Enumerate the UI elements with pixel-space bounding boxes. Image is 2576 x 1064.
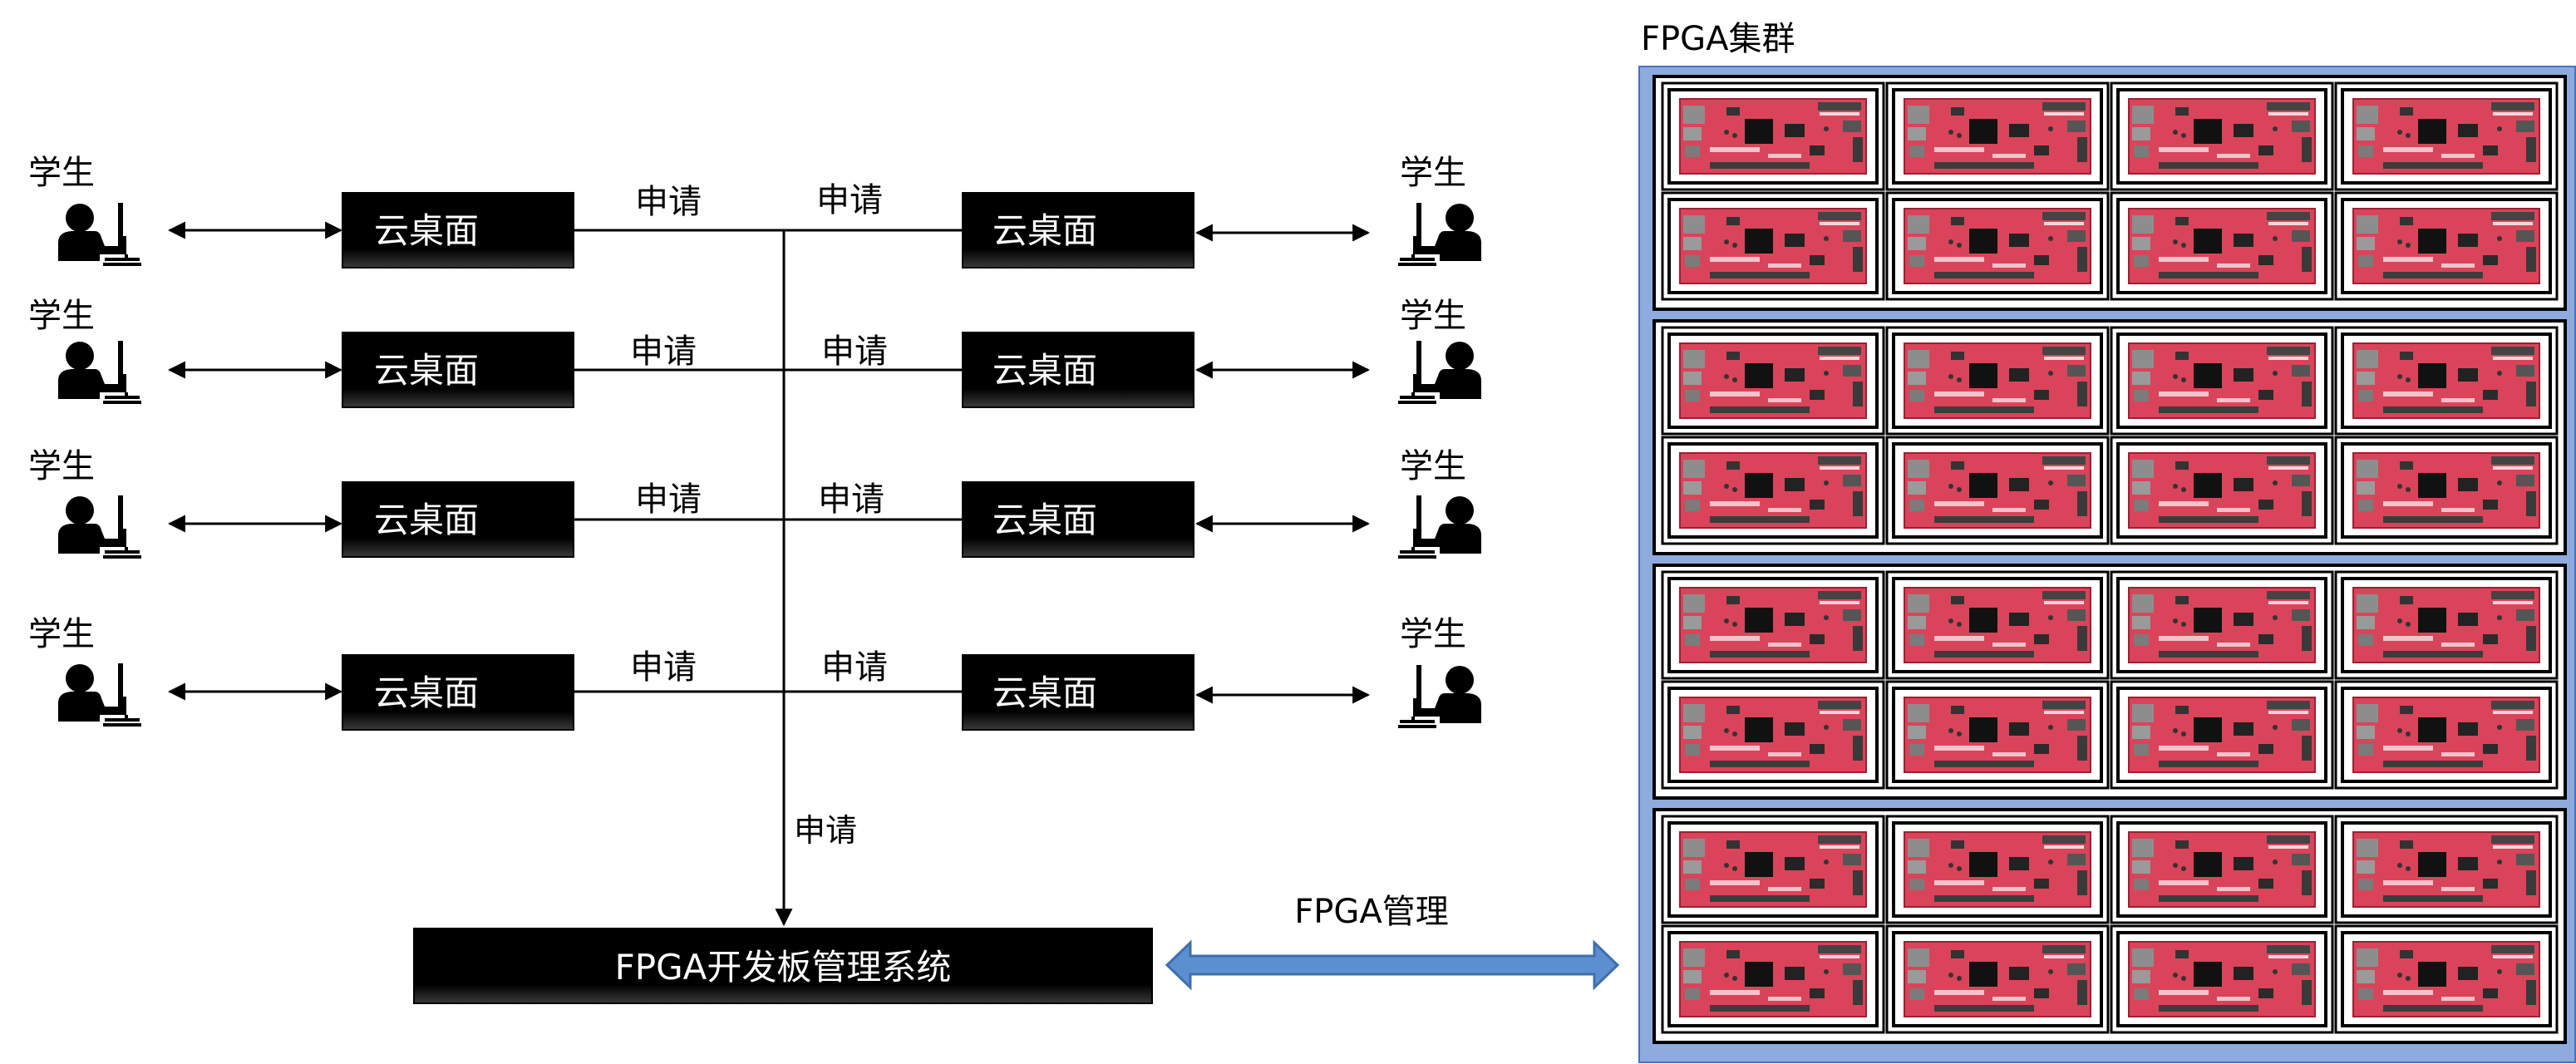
- student-row-left-4: 学生 云桌面 申请: [28, 615, 784, 731]
- fpga-board: [2336, 572, 2557, 678]
- cloud-desktop-label: 云桌面: [374, 350, 479, 391]
- fpga-board: [1662, 437, 1884, 544]
- trunk-request-label: 申请: [794, 812, 857, 849]
- student-icon: [58, 203, 141, 266]
- fpga-management-label: FPGA管理: [1294, 893, 1449, 931]
- fpga-board: [1887, 83, 2108, 190]
- request-label: 申请: [816, 181, 883, 219]
- fpga-board: [1887, 572, 2108, 678]
- student-icon: [58, 341, 141, 404]
- fpga-board: [2111, 682, 2332, 788]
- fpga-board: [2111, 816, 2332, 923]
- fpga-board: [2111, 83, 2332, 190]
- fpga-board: [2336, 193, 2557, 299]
- student-row-right-4: 申请 云桌面 学生: [784, 615, 1481, 731]
- fpga-board: [2336, 926, 2557, 1032]
- cloud-desktop-label: 云桌面: [992, 210, 1097, 251]
- cloud-desktop-label: 云桌面: [992, 672, 1097, 713]
- fpga-board-group: [1652, 75, 2567, 311]
- fpga-board-group: [1652, 564, 2567, 800]
- student-icon: [1398, 203, 1481, 266]
- fpga-board: [1887, 926, 2108, 1032]
- student-row-left-3: 学生 云桌面 申请: [28, 447, 784, 559]
- student-row-right-2: 申请 云桌面 学生: [784, 297, 1481, 408]
- student-row-left-2: 学生 云桌面 申请: [28, 297, 784, 408]
- request-label: 申请: [630, 332, 697, 371]
- fpga-board-group: [1652, 808, 2567, 1044]
- fpga-board: [2336, 328, 2557, 434]
- fpga-board: [1887, 328, 2108, 434]
- fpga-board: [1887, 682, 2108, 788]
- cloud-desktop-label: 云桌面: [374, 672, 479, 713]
- fpga-board: [2336, 83, 2557, 190]
- cluster-title: FPGA集群: [1641, 20, 1795, 58]
- request-label: 申请: [630, 648, 697, 687]
- fpga-board: [2111, 437, 2332, 544]
- student-icon: [58, 663, 141, 727]
- cloud-desktop-box: [962, 654, 1194, 731]
- cloud-desktop-box: [342, 192, 574, 268]
- fpga-board: [2111, 193, 2332, 299]
- request-label: 申请: [821, 332, 888, 371]
- student-label: 学生: [1400, 154, 1466, 192]
- fpga-board: [1662, 83, 1884, 190]
- request-label: 申请: [821, 648, 888, 687]
- fpga-board: [1887, 193, 2108, 299]
- request-label: 申请: [635, 480, 702, 519]
- cloud-desktop-label: 云桌面: [992, 500, 1097, 540]
- cloud-desktop-box: [342, 332, 574, 408]
- fpga-board: [1662, 926, 1884, 1032]
- fpga-cluster-grid: [1652, 75, 2567, 1044]
- cloud-desktop-box: [962, 332, 1194, 408]
- student-icon: [1398, 495, 1481, 559]
- fpga-board-group: [1652, 319, 2567, 555]
- fpga-board: [1887, 437, 2108, 544]
- fpga-board: [1662, 328, 1884, 434]
- fpga-board: [2336, 437, 2557, 544]
- student-row-right-1: 申请 云桌面 学生: [784, 154, 1481, 268]
- fpga-board: [1662, 572, 1884, 678]
- cloud-desktop-label: 云桌面: [374, 210, 479, 251]
- cloud-desktop-box: [962, 481, 1194, 558]
- student-label: 学生: [1400, 297, 1466, 335]
- student-icon: [58, 495, 141, 559]
- fpga-board: [2111, 926, 2332, 1032]
- student-label: 学生: [28, 154, 95, 192]
- student-row-right-3: 申请 云桌面 学生: [784, 447, 1481, 559]
- fpga-management-system-box: [413, 928, 1153, 1004]
- student-label: 学生: [28, 447, 95, 485]
- student-icon: [1398, 665, 1481, 728]
- student-label: 学生: [28, 297, 95, 335]
- fpga-board: [1662, 682, 1884, 788]
- fpga-board: [2111, 328, 2332, 434]
- request-label: 申请: [635, 183, 702, 221]
- student-icon: [1398, 341, 1481, 404]
- fpga-board: [1662, 816, 1884, 923]
- fpga-board: [1887, 816, 2108, 923]
- fpga-board: [2336, 816, 2557, 923]
- fpga-management-arrow: [1165, 939, 1620, 991]
- student-label: 学生: [1400, 615, 1466, 653]
- fpga-management-system-label: FPGA开发板管理系统: [615, 947, 952, 988]
- student-row-left-1: 学生 云桌面 申请: [28, 154, 784, 268]
- cloud-desktop-label: 云桌面: [374, 500, 479, 540]
- request-label: 申请: [818, 480, 884, 519]
- student-label: 学生: [28, 615, 95, 653]
- student-label: 学生: [1400, 447, 1466, 485]
- cloud-desktop-box: [962, 192, 1194, 268]
- fpga-board: [2111, 572, 2332, 678]
- fpga-board: [1662, 193, 1884, 299]
- cloud-desktop-label: 云桌面: [992, 350, 1097, 391]
- fpga-board: [2336, 682, 2557, 788]
